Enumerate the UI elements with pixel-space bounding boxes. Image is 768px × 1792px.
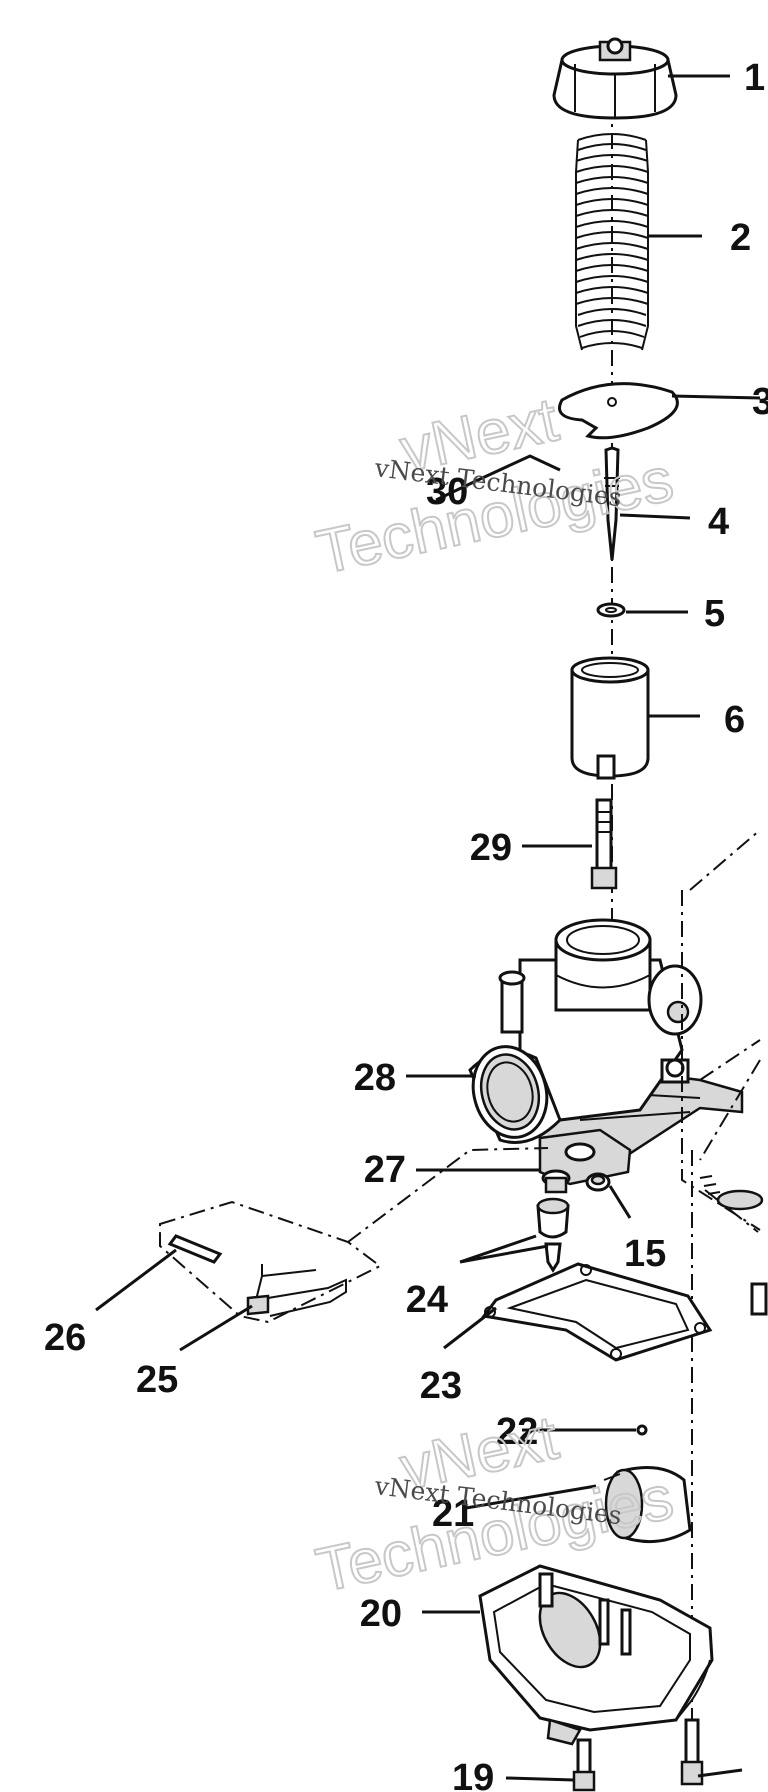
part-number-23: 23 [420,1365,462,1407]
part-6-throttle-valve [570,656,650,780]
part-29-screw [590,798,618,890]
part-number-6: 6 [724,699,745,741]
part-27-jet [541,1169,571,1194]
part-19-drain-screw [572,1738,596,1792]
part-number-20: 20 [360,1593,402,1635]
part-number-2: 2 [730,217,751,259]
watermark-bottom: vNext Technologies vNext Technologies [310,1402,680,1606]
screw-right-edge [750,1282,768,1316]
part-number-26: 26 [44,1317,86,1359]
part-number-25: 25 [136,1359,178,1401]
part-22-plug [636,1424,648,1436]
part-number-28: 28 [354,1057,396,1099]
part-26-25-linkage [159,1200,382,1324]
part-number-24: 24 [406,1279,448,1321]
part-number-22: 22 [496,1411,538,1453]
part-number-1: 1 [744,57,765,99]
part-number-21: 21 [432,1493,474,1535]
part-number-29: 29 [470,827,512,869]
part-21-float [603,1466,692,1544]
part-number-labels: 1 2 3 4 5 6 29 28 27 15 24 26 25 23 22 2… [44,57,768,1792]
part-number-5: 5 [704,593,725,635]
part-2-spring [575,133,649,351]
part-4-needle [604,446,620,561]
part-1-cap [552,37,678,120]
part-24-jets [536,1197,570,1273]
screw-bottom-right [680,1718,704,1786]
part-number-4: 4 [708,501,729,543]
part-28-carburetor-body [468,918,744,1186]
part-3-retainer-plate [558,382,679,440]
part-20-float-bowl [478,1564,714,1746]
part-23-gasket [481,1262,713,1362]
part-5-clip [596,602,626,618]
part-number-15: 15 [624,1233,666,1275]
guide-line-right [681,829,761,1233]
part-number-3: 3 [752,381,768,423]
part-number-27: 27 [364,1149,406,1191]
part-number-19: 19 [452,1757,494,1792]
spring-right-edge [699,1175,764,1211]
part-number-30: 30 [426,471,468,513]
leader-lines [95,74,761,1782]
part-15-jet [585,1172,611,1192]
